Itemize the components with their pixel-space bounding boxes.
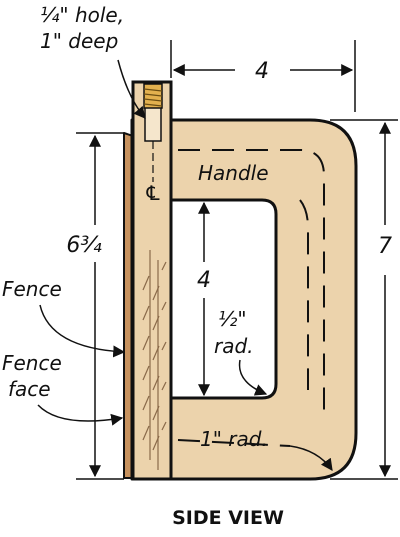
handle-label: Handle bbox=[198, 161, 269, 185]
fence-leader bbox=[39, 304, 126, 358]
height-left-label: 6¾ bbox=[66, 233, 102, 258]
opening-height-label: 4 bbox=[197, 268, 211, 293]
one-rad-label: 1" rad. bbox=[200, 427, 268, 451]
one-rad-leader bbox=[289, 445, 333, 471]
fence-face-label-2: face bbox=[8, 377, 51, 401]
fence-face-leader bbox=[37, 404, 124, 426]
width-dimension bbox=[170, 40, 356, 112]
hole-label: ¼" hole, bbox=[40, 3, 124, 27]
shading-lines bbox=[177, 149, 325, 447]
half-rad-label-1: ½" bbox=[218, 307, 247, 331]
height-right-label: 7 bbox=[378, 234, 392, 259]
half-rad-label-2: rad. bbox=[214, 334, 254, 358]
centerline-symbol: ℄ bbox=[144, 181, 162, 205]
half-rad-leader bbox=[238, 359, 268, 396]
width-dim-label: 4 bbox=[255, 59, 269, 84]
fence-label: Fence bbox=[2, 277, 62, 301]
grain-marks bbox=[142, 250, 167, 470]
handle-body bbox=[130, 118, 358, 481]
handle-stem bbox=[131, 80, 173, 481]
hole-depth-label: 1" deep bbox=[40, 29, 118, 53]
height-right-dimension bbox=[330, 119, 398, 480]
hole-leader bbox=[117, 59, 146, 119]
diagram-title: SIDE VIEW bbox=[172, 507, 284, 529]
fence-face-label-1: Fence bbox=[2, 351, 62, 375]
height-left-dimension bbox=[76, 132, 124, 480]
hole-bore bbox=[144, 104, 162, 142]
